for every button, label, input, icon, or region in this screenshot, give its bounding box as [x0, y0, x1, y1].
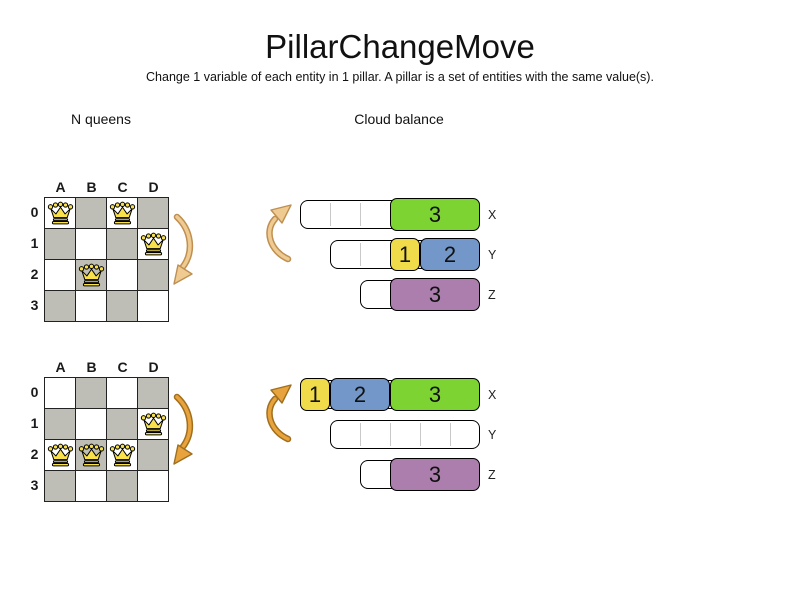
column-header-c: C	[117, 179, 128, 195]
slot-divider	[360, 243, 361, 266]
queen-icon	[78, 443, 104, 466]
cell-A0	[45, 378, 75, 408]
move-arrow-nqueens-after-icon	[173, 393, 194, 465]
cell-A1	[45, 229, 75, 259]
cell-D3	[138, 291, 168, 321]
column-header-d: D	[148, 179, 159, 195]
cell-D2	[138, 440, 168, 470]
cell-B0	[76, 378, 106, 408]
slot-divider	[390, 423, 391, 446]
computer-label-y: Y	[488, 248, 497, 262]
column-header-a: A	[55, 359, 66, 375]
cell-A0	[45, 198, 75, 228]
slot-divider	[450, 423, 451, 446]
cell-B1	[76, 229, 106, 259]
cell-B3	[76, 471, 106, 501]
cell-C1	[107, 229, 137, 259]
cell-A3	[45, 471, 75, 501]
column-header-b: B	[86, 359, 97, 375]
nqueens-section-label: N queens	[71, 111, 131, 127]
process-block: 3	[390, 278, 480, 311]
chess-board	[44, 197, 169, 322]
move-arrow-nqueens-before-icon	[173, 213, 194, 285]
row-header-3: 3	[30, 477, 39, 493]
cloud-section-label: Cloud balance	[354, 111, 444, 127]
queen-icon	[47, 443, 73, 466]
slot-divider	[420, 423, 421, 446]
process-block: 2	[420, 238, 480, 271]
cell-A2	[45, 260, 75, 290]
cell-B3	[76, 291, 106, 321]
cell-D2	[138, 260, 168, 290]
computer-label-x: X	[488, 388, 497, 402]
cell-B1	[76, 409, 106, 439]
process-block: 1	[300, 378, 330, 411]
row-header-1: 1	[30, 415, 39, 431]
process-block: 3	[390, 198, 480, 231]
cell-D3	[138, 471, 168, 501]
nqueens-board-before: A B C D 0 1 2 3	[25, 179, 169, 322]
row-header-3: 3	[30, 297, 39, 313]
computer-label-y: Y	[488, 428, 497, 442]
cell-D0	[138, 198, 168, 228]
move-arrow-cloud-before-icon	[266, 204, 292, 263]
queen-icon	[140, 412, 166, 435]
cell-C1	[107, 409, 137, 439]
cell-C2	[107, 440, 137, 470]
computer-label-x: X	[488, 208, 497, 222]
column-header-d: D	[148, 359, 159, 375]
page-subtitle: Change 1 variable of each entity in 1 pi…	[146, 70, 654, 84]
cell-D1	[138, 229, 168, 259]
cell-B2	[76, 260, 106, 290]
queen-icon	[78, 263, 104, 286]
row-headers: 0 1 2 3	[25, 377, 44, 502]
computer-label-z: Z	[488, 468, 496, 482]
cell-C0	[107, 198, 137, 228]
cell-D0	[138, 378, 168, 408]
cell-A1	[45, 409, 75, 439]
cell-D1	[138, 409, 168, 439]
process-block: 3	[390, 458, 480, 491]
nqueens-board-after: A B C D 0 1 2 3	[25, 359, 169, 502]
process-block: 2	[330, 378, 390, 411]
row-headers: 0 1 2 3	[25, 197, 44, 322]
column-header-c: C	[117, 359, 128, 375]
cell-A2	[45, 440, 75, 470]
cell-C3	[107, 471, 137, 501]
row-header-2: 2	[30, 266, 39, 282]
slot-divider	[360, 423, 361, 446]
process-block: 1	[390, 238, 420, 271]
cell-C0	[107, 378, 137, 408]
column-headers: A B C D	[45, 359, 169, 375]
row-header-0: 0	[30, 384, 39, 400]
computer-bar-y	[330, 420, 480, 449]
cell-B2	[76, 440, 106, 470]
cell-C2	[107, 260, 137, 290]
column-header-b: B	[86, 179, 97, 195]
column-header-a: A	[55, 179, 66, 195]
slot-divider	[360, 203, 361, 226]
page-title: PillarChangeMove	[265, 28, 535, 65]
computer-label-z: Z	[488, 288, 496, 302]
move-arrow-cloud-after-icon	[266, 384, 292, 443]
chess-board	[44, 377, 169, 502]
row-header-2: 2	[30, 446, 39, 462]
cell-A3	[45, 291, 75, 321]
cell-B0	[76, 198, 106, 228]
row-header-1: 1	[30, 235, 39, 251]
process-block: 3	[390, 378, 480, 411]
cell-C3	[107, 291, 137, 321]
queen-icon	[109, 443, 135, 466]
queen-icon	[47, 201, 73, 224]
queen-icon	[109, 201, 135, 224]
row-header-0: 0	[30, 204, 39, 220]
column-headers: A B C D	[45, 179, 169, 195]
slot-divider	[330, 203, 331, 226]
queen-icon	[140, 232, 166, 255]
